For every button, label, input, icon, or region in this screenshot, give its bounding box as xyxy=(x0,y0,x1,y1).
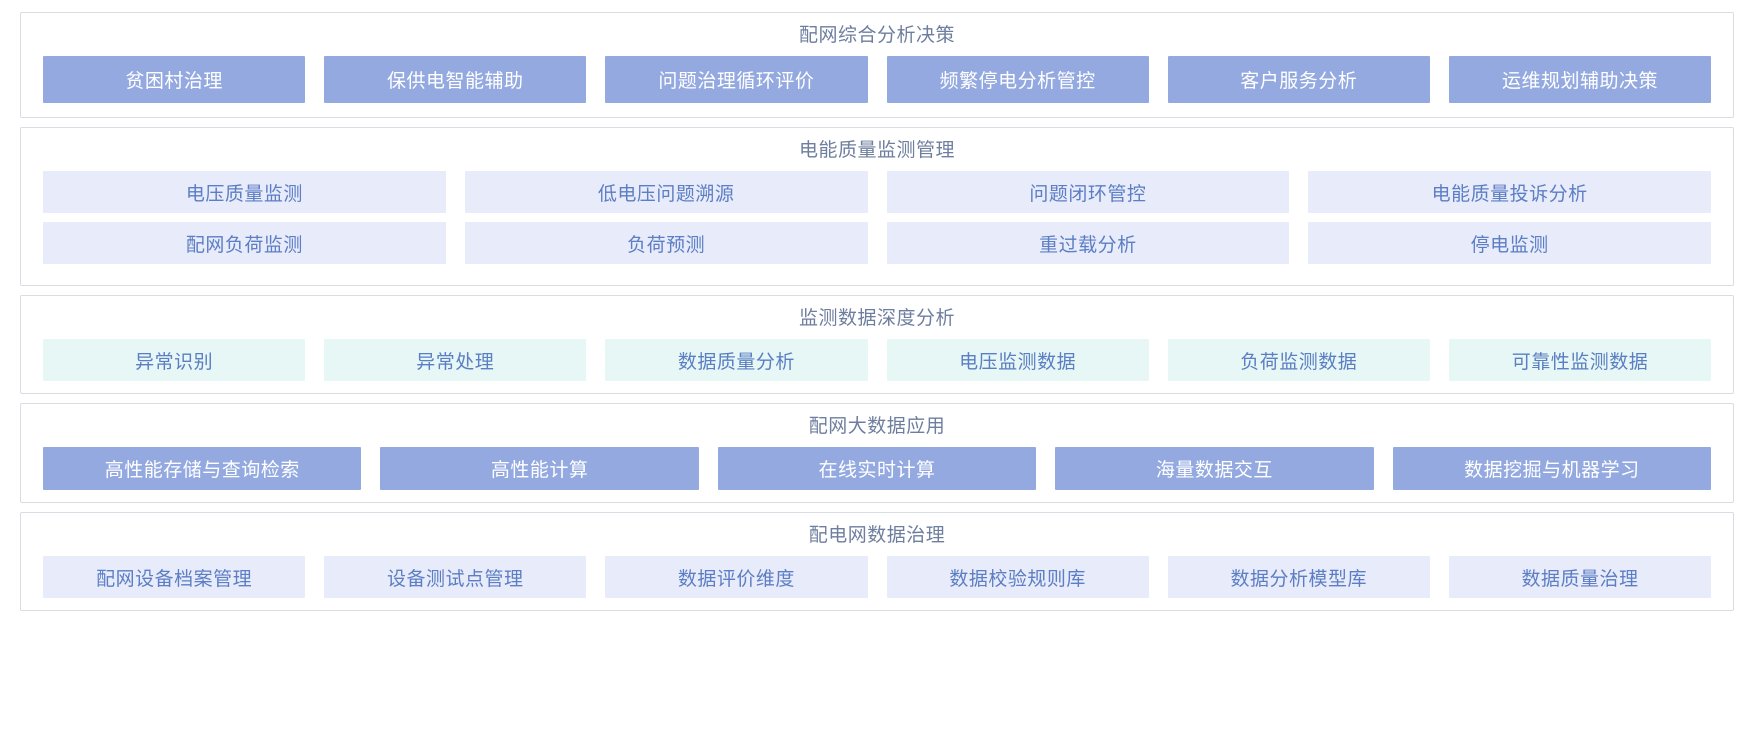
module-button[interactable]: 频繁停电分析管控 xyxy=(886,56,1149,103)
module-button[interactable]: 电压质量监测 xyxy=(43,171,446,213)
button-row: 高性能存储与查询检索高性能计算在线实时计算海量数据交互数据挖掘与机器学习 xyxy=(43,447,1712,490)
module-button[interactable]: 配网设备档案管理 xyxy=(43,556,306,598)
module-button[interactable]: 高性能计算 xyxy=(380,447,699,490)
section-title-power-quality-monitoring-management: 电能质量监测管理 xyxy=(798,140,955,161)
section-title-distribution-network-data-governance: 配电网数据治理 xyxy=(808,525,946,546)
module-button[interactable]: 低电压问题溯源 xyxy=(464,171,868,213)
module-button[interactable]: 设备测试点管理 xyxy=(324,556,587,598)
module-button[interactable]: 负荷监测数据 xyxy=(1167,339,1430,381)
module-button[interactable]: 数据校验规则库 xyxy=(886,556,1149,598)
module-button[interactable]: 保供电智能辅助 xyxy=(324,56,587,103)
module-button[interactable]: 停电监测 xyxy=(1308,222,1711,264)
module-button[interactable]: 重过载分析 xyxy=(886,222,1290,264)
button-row: 电压质量监测低电压问题溯源问题闭环管控电能质量投诉分析 xyxy=(43,171,1711,213)
module-button[interactable]: 问题治理循环评价 xyxy=(605,56,868,103)
section-monitoring-data-deep-analysis: 监测数据深度分析异常识别异常处理数据质量分析电压监测数据负荷监测数据可靠性监测数… xyxy=(20,295,1734,394)
section-title-distribution-network-bigdata-application: 配网大数据应用 xyxy=(808,416,946,437)
button-row: 异常识别异常处理数据质量分析电压监测数据负荷监测数据可靠性监测数据 xyxy=(43,339,1712,381)
section-power-quality-monitoring-management: 电能质量监测管理电压质量监测低电压问题溯源问题闭环管控电能质量投诉分析配网负荷监… xyxy=(20,127,1734,286)
section-distribution-network-bigdata-application: 配网大数据应用高性能存储与查询检索高性能计算在线实时计算海量数据交互数据挖掘与机… xyxy=(20,403,1734,503)
module-button[interactable]: 数据质量分析 xyxy=(605,339,868,381)
module-button[interactable]: 异常处理 xyxy=(324,339,587,381)
module-button[interactable]: 配网负荷监测 xyxy=(43,222,446,264)
button-row: 贫困村治理保供电智能辅助问题治理循环评价频繁停电分析管控客户服务分析运维规划辅助… xyxy=(43,56,1712,103)
module-button[interactable]: 问题闭环管控 xyxy=(886,171,1290,213)
module-button[interactable]: 可靠性监测数据 xyxy=(1448,339,1712,381)
module-button[interactable]: 数据分析模型库 xyxy=(1167,556,1430,598)
module-button[interactable]: 数据评价维度 xyxy=(605,556,868,598)
module-button[interactable]: 贫困村治理 xyxy=(43,56,306,103)
module-button[interactable]: 异常识别 xyxy=(43,339,306,381)
section-comprehensive-analysis-decision: 配网综合分析决策贫困村治理保供电智能辅助问题治理循环评价频繁停电分析管控客户服务… xyxy=(20,12,1734,118)
module-button[interactable]: 客户服务分析 xyxy=(1167,56,1430,103)
module-button[interactable]: 数据挖掘与机器学习 xyxy=(1392,447,1712,490)
section-title-comprehensive-analysis-decision: 配网综合分析决策 xyxy=(798,25,955,46)
module-button[interactable]: 电压监测数据 xyxy=(886,339,1149,381)
module-button[interactable]: 在线实时计算 xyxy=(717,447,1037,490)
button-row: 配网设备档案管理设备测试点管理数据评价维度数据校验规则库数据分析模型库数据质量治… xyxy=(43,556,1712,598)
section-title-monitoring-data-deep-analysis: 监测数据深度分析 xyxy=(798,308,955,329)
module-button[interactable]: 运维规划辅助决策 xyxy=(1448,56,1712,103)
section-distribution-network-data-governance: 配电网数据治理配网设备档案管理设备测试点管理数据评价维度数据校验规则库数据分析模… xyxy=(20,512,1734,611)
button-row: 配网负荷监测负荷预测重过载分析停电监测 xyxy=(43,222,1711,264)
module-button[interactable]: 电能质量投诉分析 xyxy=(1308,171,1711,213)
module-button[interactable]: 海量数据交互 xyxy=(1055,447,1374,490)
module-button[interactable]: 负荷预测 xyxy=(464,222,868,264)
module-button[interactable]: 高性能存储与查询检索 xyxy=(43,447,362,490)
module-button[interactable]: 数据质量治理 xyxy=(1448,556,1712,598)
